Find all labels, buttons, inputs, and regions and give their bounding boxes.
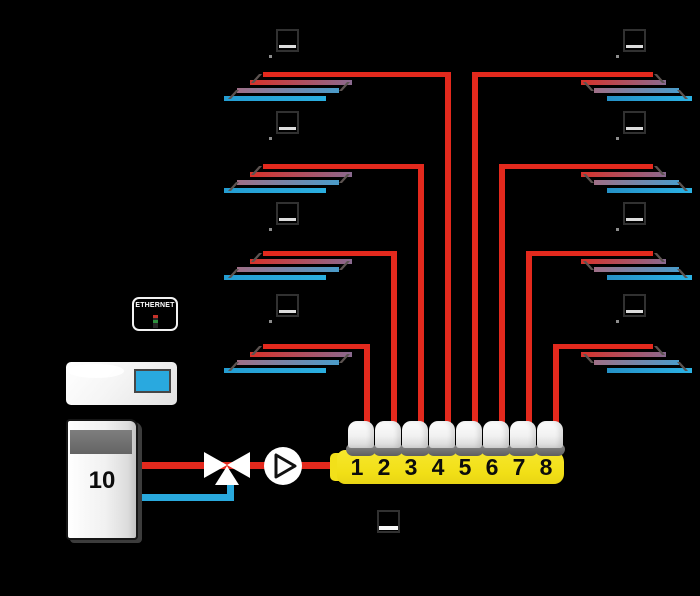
- manifold-output-label-5: 5: [458, 454, 472, 480]
- room-thermostat-icon-6: [616, 111, 646, 140]
- heat-source-unit: 10: [66, 419, 138, 540]
- floor-loop-3: [224, 251, 365, 281]
- room-thermostat-icon-1: [269, 29, 299, 58]
- floor-loop-8: [568, 344, 692, 374]
- manifold-output-label-7: 7: [512, 454, 526, 480]
- manifold-output-label-8: 8: [539, 454, 553, 480]
- main-return-pipe: [136, 494, 234, 501]
- ethernet-led-red: [153, 315, 158, 318]
- manifold-output-label-2: 2: [377, 454, 391, 480]
- actuator-icon-8: [537, 421, 563, 448]
- floor-thermostat-icon: [377, 510, 400, 533]
- floor-loop-1: [224, 72, 365, 102]
- floor-loop-6: [568, 164, 692, 194]
- heat-source-label: 10: [88, 467, 116, 494]
- supply-pipe-row4-left: [263, 344, 370, 349]
- manifold-output-label-3: 3: [404, 454, 418, 480]
- room-thermostat-icon-4: [269, 294, 299, 323]
- floor-loop-5: [568, 72, 692, 102]
- manifold-output-label-1: 1: [350, 454, 364, 480]
- floor-loop-4: [224, 344, 365, 374]
- supply-riser-output4: [445, 72, 451, 430]
- supply-pipe-row1-right: [472, 72, 653, 77]
- supply-riser-output8: [553, 344, 559, 430]
- circulation-pump-icon: [264, 447, 302, 485]
- three-way-mixing-valve-icon: [204, 449, 250, 487]
- supply-pipe-row2-left: [263, 164, 424, 169]
- actuator-icon-6: [483, 421, 509, 448]
- actuator-icon-3: [402, 421, 428, 448]
- actuator-icon-7: [510, 421, 536, 448]
- supply-pipe-row1-left: [263, 72, 451, 77]
- room-thermostat-icon-5: [616, 29, 646, 58]
- ethernet-port-icon: [153, 315, 158, 328]
- manifold-output-label-4: 4: [431, 454, 445, 480]
- supply-pipe-row3-left: [263, 251, 397, 256]
- heat-source-panel: [70, 430, 132, 454]
- supply-riser-output5: [472, 72, 478, 430]
- manifold-output-label-6: 6: [485, 454, 499, 480]
- controller-unit: [66, 362, 177, 405]
- ethernet-label: ETHERNET: [135, 302, 175, 309]
- floor-loop-7: [568, 251, 692, 281]
- ethernet-module: ETHERNET: [132, 297, 178, 331]
- supply-riser-output7: [526, 251, 532, 430]
- supply-pipe-row2-right: [499, 164, 653, 169]
- supply-pipe-row4-right: [553, 344, 653, 349]
- actuator-icon-2: [375, 421, 401, 448]
- supply-pipe-row3-right: [526, 251, 653, 256]
- supply-riser-output1: [364, 344, 370, 430]
- room-thermostat-icon-7: [616, 202, 646, 231]
- supply-riser-output6: [499, 164, 505, 430]
- controller-screen: [134, 369, 171, 393]
- actuator-icon-5: [456, 421, 482, 448]
- actuator-icon-1: [348, 421, 374, 448]
- supply-riser-output3: [418, 164, 424, 430]
- actuator-icon-4: [429, 421, 455, 448]
- supply-riser-output2: [391, 251, 397, 430]
- ethernet-led-green: [153, 320, 158, 323]
- room-thermostat-icon-3: [269, 202, 299, 231]
- floor-loop-2: [224, 164, 365, 194]
- room-thermostat-icon-8: [616, 294, 646, 323]
- room-thermostat-icon-2: [269, 111, 299, 140]
- return-pipe-riser: [227, 477, 234, 501]
